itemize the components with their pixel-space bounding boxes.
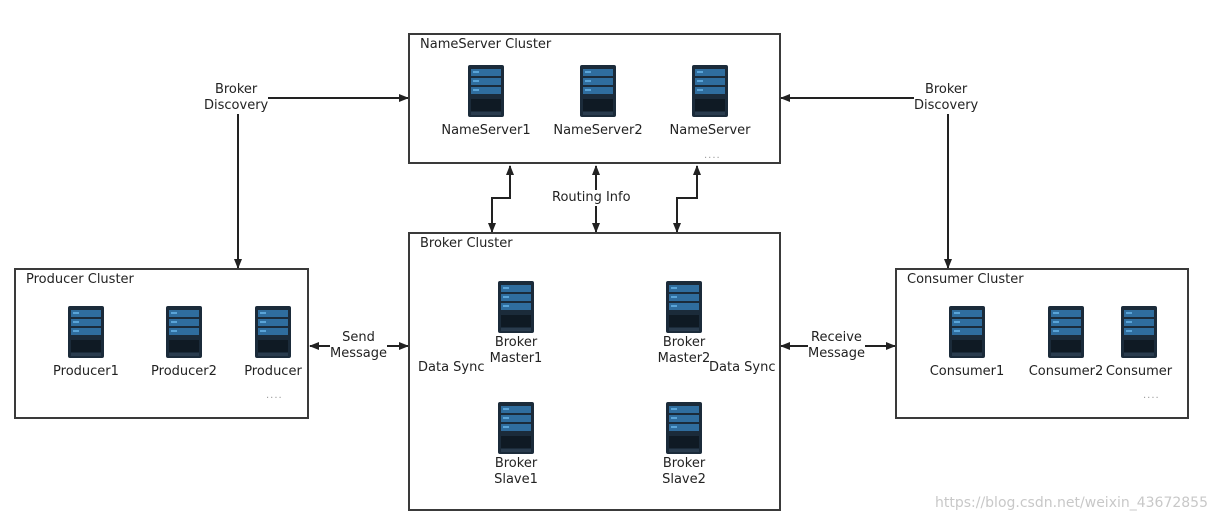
server-rack-icon xyxy=(1121,306,1157,358)
node-label: Broker Slave1 xyxy=(494,456,538,487)
producer-node-3[interactable]: Producer xyxy=(213,306,333,380)
broker-master-1[interactable]: Broker Master1 xyxy=(456,281,576,367)
nameserver-cluster: NameServer Cluster NameServer1 NameServe… xyxy=(408,33,781,164)
data-sync-label-right: Data Sync xyxy=(709,360,776,376)
ellipsis: .... xyxy=(266,390,283,401)
server-rack-icon xyxy=(692,65,728,117)
server-rack-icon xyxy=(68,306,104,358)
watermark: https://blog.csdn.net/weixin_43672855 xyxy=(934,495,1208,511)
broker-discovery-label-left: Broker Discovery xyxy=(204,82,269,114)
producer-node-2[interactable]: Producer2 xyxy=(124,306,244,380)
producer-cluster-title: Producer Cluster xyxy=(26,272,134,287)
nameserver-node-2[interactable]: NameServer2 xyxy=(538,65,658,139)
nameserver-node-1[interactable]: NameServer1 xyxy=(426,65,546,139)
broker-slave-1[interactable]: Broker Slave1 xyxy=(456,402,576,488)
node-label: Broker Master1 xyxy=(489,335,543,366)
node-label: Producer1 xyxy=(53,364,119,379)
server-rack-icon xyxy=(498,281,534,333)
nameserver-cluster-title: NameServer Cluster xyxy=(420,37,552,52)
send-message-label: Send Message xyxy=(330,330,387,362)
server-rack-icon xyxy=(498,402,534,454)
node-label: Consumer1 xyxy=(929,364,1005,379)
server-rack-icon xyxy=(255,306,291,358)
routing-info-label: Routing Info xyxy=(552,190,631,206)
node-label: NameServer1 xyxy=(441,123,531,138)
nameserver-node-3[interactable]: NameServer xyxy=(650,65,770,139)
server-rack-icon xyxy=(666,281,702,333)
consumer-cluster-title: Consumer Cluster xyxy=(907,272,1024,287)
node-label: Producer xyxy=(244,364,302,379)
broker-discovery-label-right: Broker Discovery xyxy=(914,82,979,114)
server-rack-icon xyxy=(468,65,504,117)
receive-message-label: Receive Message xyxy=(808,330,865,362)
node-label: Consumer xyxy=(1105,364,1173,379)
consumer-node-3[interactable]: Consumer xyxy=(1079,306,1199,380)
node-label: NameServer xyxy=(669,123,751,138)
node-label: Consumer2 xyxy=(1028,364,1104,379)
ellipsis: .... xyxy=(704,150,721,161)
consumer-node-2[interactable]: Consumer2 xyxy=(1006,306,1126,380)
consumer-cluster: Consumer Cluster Consumer1 Consumer2 Con… xyxy=(895,268,1189,419)
node-label: Broker Slave2 xyxy=(662,456,706,487)
broker-cluster-title: Broker Cluster xyxy=(420,236,513,251)
server-rack-icon xyxy=(949,306,985,358)
server-rack-icon xyxy=(580,65,616,117)
consumer-node-1[interactable]: Consumer1 xyxy=(907,306,1027,380)
server-rack-icon xyxy=(666,402,702,454)
producer-node-1[interactable]: Producer1 xyxy=(26,306,146,380)
server-rack-icon xyxy=(166,306,202,358)
node-label: Broker Master2 xyxy=(657,335,711,366)
edge-routing-3 xyxy=(673,165,701,233)
producer-cluster: Producer Cluster Producer1 Producer2 Pro… xyxy=(14,268,309,419)
data-sync-label-left: Data Sync xyxy=(418,360,485,376)
node-label: Producer2 xyxy=(151,364,217,379)
edge-routing-1 xyxy=(488,165,514,233)
node-label: NameServer2 xyxy=(553,123,643,138)
broker-slave-2[interactable]: Broker Slave2 xyxy=(624,402,744,488)
ellipsis: .... xyxy=(1143,390,1160,401)
broker-master-2[interactable]: Broker Master2 xyxy=(624,281,744,367)
